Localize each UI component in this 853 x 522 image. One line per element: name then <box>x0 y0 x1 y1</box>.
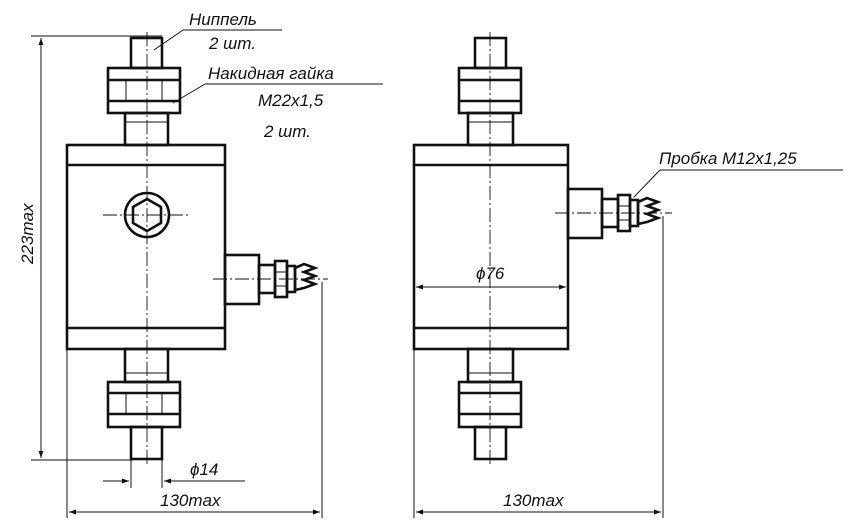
width-right-dimension: 130max <box>503 491 564 510</box>
cap-nut-thread-label: M22x1,5 <box>258 91 324 110</box>
right-fitting <box>566 187 662 240</box>
bottom-cap-nut <box>106 380 182 429</box>
nipple-diameter-dimension: ϕ14 <box>190 460 218 479</box>
left-leaders <box>153 29 383 104</box>
nipple-label: Ниппель <box>189 10 257 29</box>
cap-nut-qty-label: 2 шт. <box>263 122 311 141</box>
front-view <box>65 32 328 465</box>
bottom-nipple <box>129 425 164 461</box>
top-cap-nut <box>106 66 182 115</box>
body-diameter-dimension: ϕ76 <box>476 264 505 283</box>
housing-body <box>65 143 227 351</box>
plug-label: Пробка M12x1,25 <box>659 149 797 168</box>
side-fitting <box>223 253 319 306</box>
side-housing-body <box>412 143 570 351</box>
width-left-dimension: 130max <box>160 491 221 510</box>
left-dimensions <box>31 35 323 518</box>
height-dimension: 223max <box>18 203 37 265</box>
nipple-qty-label: 2 шт. <box>208 34 256 53</box>
cap-nut-label: Накидная гайка <box>208 64 334 83</box>
right-leaders <box>633 169 843 198</box>
bottom-neck <box>123 347 170 384</box>
side-view <box>412 32 672 465</box>
top-nipple <box>129 36 164 70</box>
right-dimensions <box>413 216 664 518</box>
top-neck <box>123 111 170 147</box>
